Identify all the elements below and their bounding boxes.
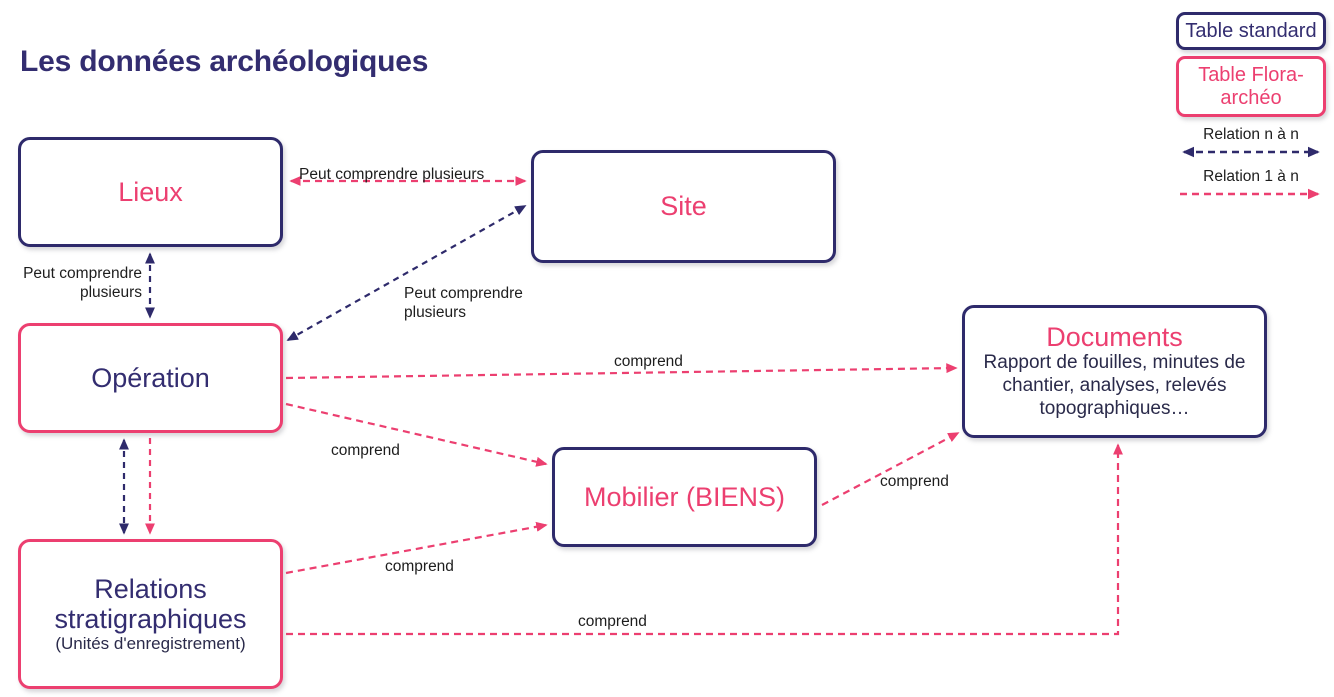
legend-relation-1-n: Relation 1 à n	[1176, 168, 1326, 201]
edge-label-operation-mobilier: comprend	[331, 442, 400, 459]
node-documents-subtitle: Rapport de fouilles, minutes de chantier…	[983, 352, 1246, 420]
edge-relations-documents	[286, 443, 1124, 636]
edge-operation-documents	[285, 363, 958, 380]
node-documents[interactable]: Documents Rapport de fouilles, minutes d…	[962, 305, 1267, 438]
edge-relations-mobilier	[285, 521, 548, 575]
legend-arrow-n-n-icon	[1182, 146, 1320, 158]
edge-label-operation-documents: comprend	[614, 353, 683, 370]
node-operation-title: Opération	[91, 362, 210, 393]
edge-label-mobilier-documents: comprend	[880, 473, 949, 490]
node-operation[interactable]: Opération	[18, 323, 283, 433]
page-title: Les données archéologiques	[20, 45, 429, 78]
edge-label-relations-mobilier: comprend	[385, 558, 454, 575]
legend-relation-n-n-label: Relation n à n	[1203, 126, 1299, 144]
edge-operation-site	[286, 205, 527, 341]
legend-table-standard: Table standard	[1176, 12, 1326, 51]
node-lieux[interactable]: Lieux	[18, 137, 283, 247]
edge-label-relations-documents: comprend	[578, 613, 647, 630]
edge-label-lieux-operation: Peut comprendre plusieurs	[23, 265, 142, 302]
legend-arrow-1-n-icon	[1180, 188, 1320, 200]
legend-table-flora: Table Flora-archéo	[1176, 56, 1326, 118]
node-site[interactable]: Site	[531, 150, 836, 263]
legend-relation-1-n-label: Relation 1 à n	[1203, 168, 1299, 186]
edge-operation-mobilier	[285, 402, 548, 467]
node-lieux-title: Lieux	[118, 176, 183, 207]
legend-relation-n-n: Relation n à n	[1176, 126, 1326, 159]
node-relations-subtitle: (Unités d'enregistrement)	[55, 634, 246, 654]
legend: Table standard Table Flora-archéo Relati…	[1176, 12, 1326, 201]
edge-mobilier-documents	[821, 432, 960, 506]
node-relations-title: Relations stratigraphiques	[54, 573, 247, 634]
node-mobilier[interactable]: Mobilier (BIENS)	[552, 447, 817, 547]
node-relations[interactable]: Relations stratigraphiques (Unités d'enr…	[18, 539, 283, 689]
edge-label-lieux-site: Peut comprendre plusieurs	[299, 166, 485, 183]
edge-label-operation-site: Peut comprendre plusieurs	[404, 285, 523, 322]
node-documents-title: Documents	[1046, 322, 1183, 353]
node-mobilier-title: Mobilier (BIENS)	[583, 481, 786, 512]
node-site-title: Site	[660, 191, 707, 222]
